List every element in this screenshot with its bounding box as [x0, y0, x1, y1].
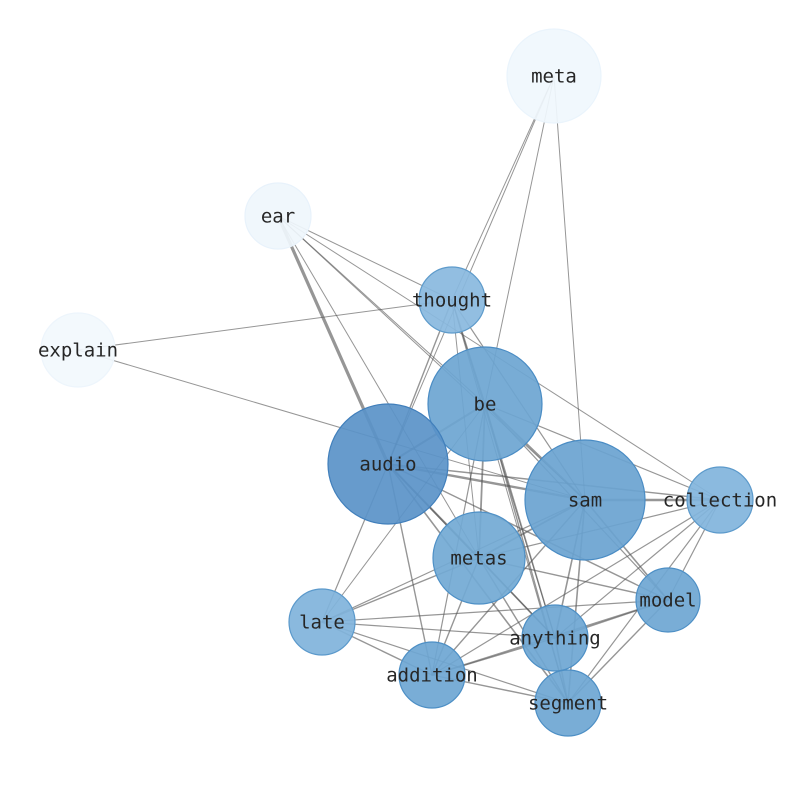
graph-edge — [277, 215, 480, 559]
graph-node-addition[interactable] — [398, 641, 466, 709]
edge-layer — [77, 75, 722, 704]
graph-node-collection[interactable] — [686, 466, 754, 534]
graph-node-meta[interactable] — [506, 28, 602, 124]
graph-edge — [554, 499, 721, 639]
graph-node-model[interactable] — [635, 567, 701, 633]
graph-edge — [321, 599, 669, 623]
graph-node-metas[interactable] — [432, 511, 526, 605]
graph-node-segment[interactable] — [534, 669, 602, 737]
graph-node-late[interactable] — [288, 588, 356, 656]
graph-node-audio[interactable] — [327, 403, 449, 525]
graph-edge — [321, 621, 556, 639]
node-layer — [40, 28, 754, 737]
graph-edge — [553, 75, 586, 501]
graph-node-sam[interactable] — [524, 439, 646, 561]
graph-node-anything[interactable] — [521, 604, 589, 672]
graph-edge — [387, 75, 555, 465]
graph-node-ear[interactable] — [244, 182, 312, 250]
graph-edge — [277, 215, 586, 501]
graph-node-be[interactable] — [427, 346, 543, 462]
graph-edge — [77, 349, 586, 501]
graph-node-thought[interactable] — [418, 266, 486, 334]
graph-edge — [431, 499, 721, 676]
graph-edge — [77, 299, 453, 351]
graph-node-explain[interactable] — [40, 312, 116, 388]
